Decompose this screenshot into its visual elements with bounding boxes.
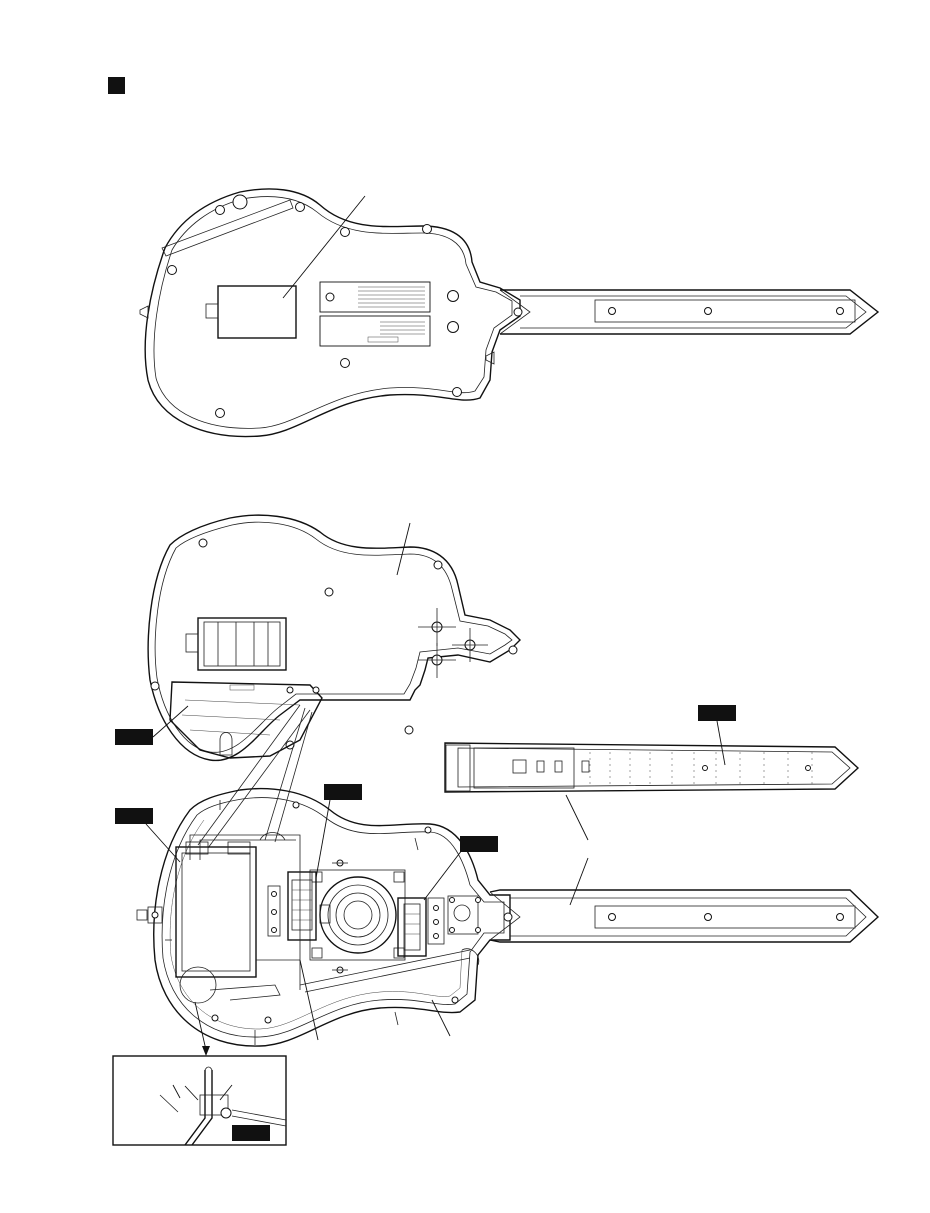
label-plate bbox=[319, 281, 431, 313]
ref-tag-pcb bbox=[115, 729, 153, 745]
ref-tag-board bbox=[324, 784, 362, 800]
ref-tag-inset bbox=[232, 1125, 270, 1141]
detail-inset bbox=[112, 1055, 287, 1146]
speaker bbox=[309, 859, 406, 974]
internal-assembly bbox=[115, 784, 880, 1056]
detail-callout bbox=[179, 966, 217, 1004]
ref-tag-fretboard bbox=[698, 705, 736, 721]
battery-cover bbox=[217, 285, 297, 339]
ref-tag-battery bbox=[115, 808, 153, 824]
battery-holder bbox=[185, 617, 287, 671]
left-pcb bbox=[267, 871, 331, 941]
battery-compartment bbox=[175, 846, 257, 978]
label-plate bbox=[319, 315, 431, 347]
fretboard bbox=[444, 705, 860, 906]
front-cover bbox=[115, 514, 521, 762]
section-marker bbox=[108, 77, 125, 94]
right-pcb bbox=[397, 895, 481, 957]
ref-tag-connector bbox=[460, 836, 498, 852]
ribbon-cable bbox=[197, 704, 313, 849]
rear-view bbox=[139, 188, 880, 438]
